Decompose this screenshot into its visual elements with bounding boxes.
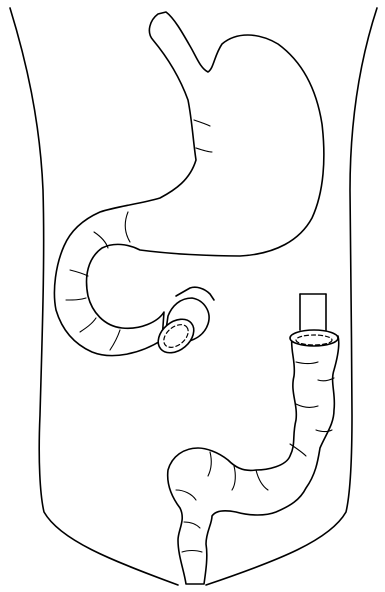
torso-left-side [10,8,178,585]
colon-ring [290,330,338,346]
colon [168,336,339,584]
